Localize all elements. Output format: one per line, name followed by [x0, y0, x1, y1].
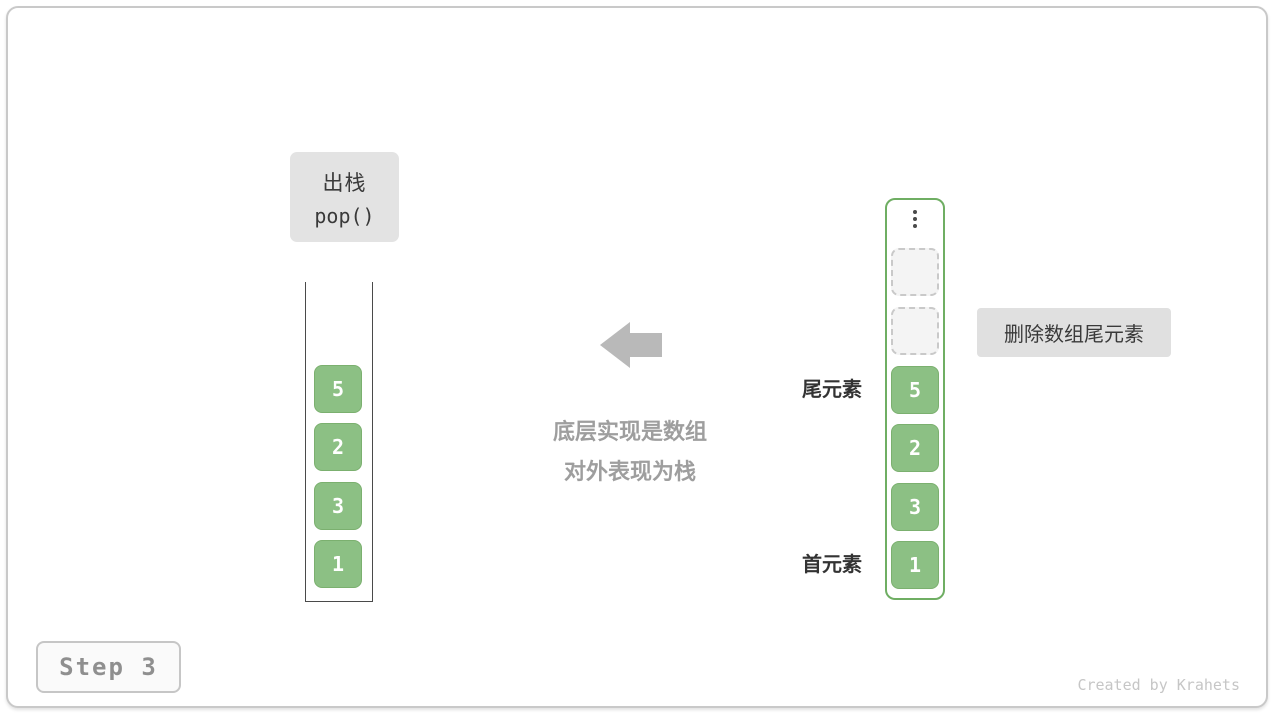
ellipsis-icon	[887, 210, 943, 228]
empty-array-slot	[891, 307, 939, 355]
arrow-head	[600, 322, 630, 368]
head-element-label: 首元素	[802, 554, 862, 576]
arrow-tail	[630, 333, 662, 357]
stack-cell: 2	[314, 423, 362, 471]
caption-line-1: 底层实现是数组	[552, 419, 707, 444]
center-caption: 底层实现是数组 对外表现为栈	[440, 412, 820, 492]
step-indicator-label: Step 3	[59, 653, 158, 681]
step-indicator: Step 3	[36, 641, 181, 693]
array-cell: 2	[891, 424, 939, 472]
credit-text: Created by Krahets	[1077, 676, 1240, 694]
stack-cell: 1	[314, 540, 362, 588]
pop-label-code: pop()	[314, 203, 375, 228]
empty-array-slot	[891, 248, 939, 296]
stack-cell: 3	[314, 482, 362, 530]
tail-element-label: 尾元素	[802, 379, 862, 401]
pop-operation-label: 出栈 pop()	[290, 152, 399, 242]
diagram-frame	[6, 6, 1268, 708]
array-container: 5 2 3 1	[885, 198, 945, 600]
stack-container: 5 2 3 1	[305, 282, 373, 602]
caption-line-2: 对外表现为栈	[563, 459, 696, 484]
delete-tail-annotation: 删除数组尾元素	[977, 308, 1171, 357]
pop-label-chinese: 出栈	[322, 171, 367, 195]
array-cell: 5	[891, 366, 939, 414]
stack-cell: 5	[314, 365, 362, 413]
array-cell: 1	[891, 541, 939, 589]
left-arrow-icon	[600, 322, 662, 368]
array-cell: 3	[891, 483, 939, 531]
